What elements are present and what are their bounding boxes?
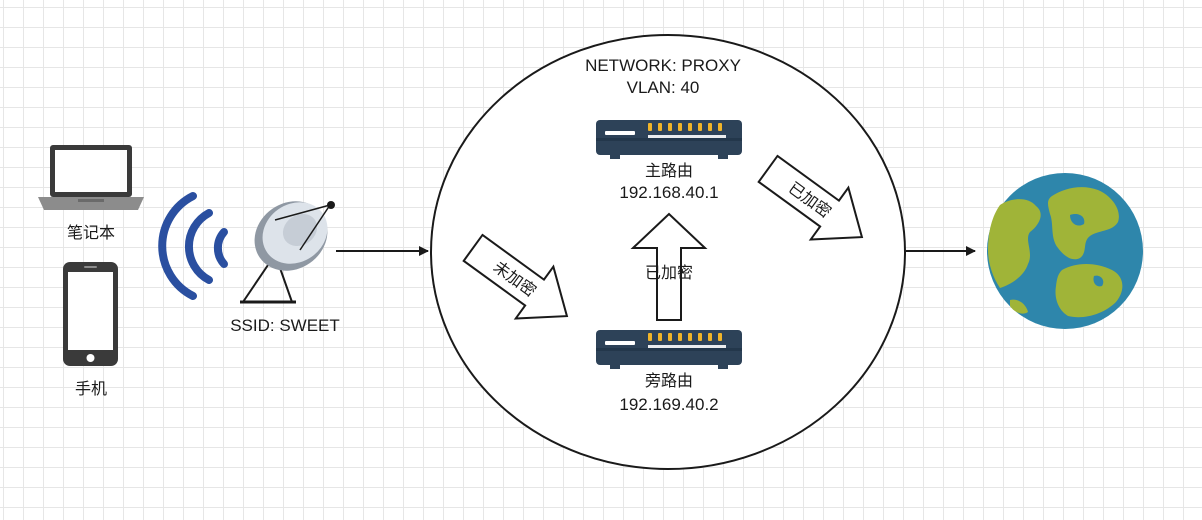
satellite-dish-icon xyxy=(240,201,335,304)
globe-icon xyxy=(987,173,1143,329)
main-router-ip: 192.168.40.1 xyxy=(619,183,718,202)
laptop-label: 笔记本 xyxy=(67,223,115,242)
side-router-icon xyxy=(596,330,742,369)
vlan-label: VLAN: 40 xyxy=(627,78,700,97)
side-router-ip: 192.169.40.2 xyxy=(619,395,718,414)
smartphone-icon xyxy=(63,262,118,366)
wifi-waves-icon xyxy=(158,192,228,300)
network-title: NETWORK: PROXY xyxy=(585,56,741,75)
encrypted-up-label: 已加密 xyxy=(645,263,693,282)
phone-label: 手机 xyxy=(75,379,107,398)
ssid-label: SSID: SWEET xyxy=(230,316,340,335)
main-router-icon xyxy=(596,120,742,159)
main-router-name: 主路由 xyxy=(645,161,693,180)
laptop-icon xyxy=(38,145,144,210)
encrypted-up-arrow xyxy=(630,212,708,321)
side-router-name: 旁路由 xyxy=(645,371,693,390)
